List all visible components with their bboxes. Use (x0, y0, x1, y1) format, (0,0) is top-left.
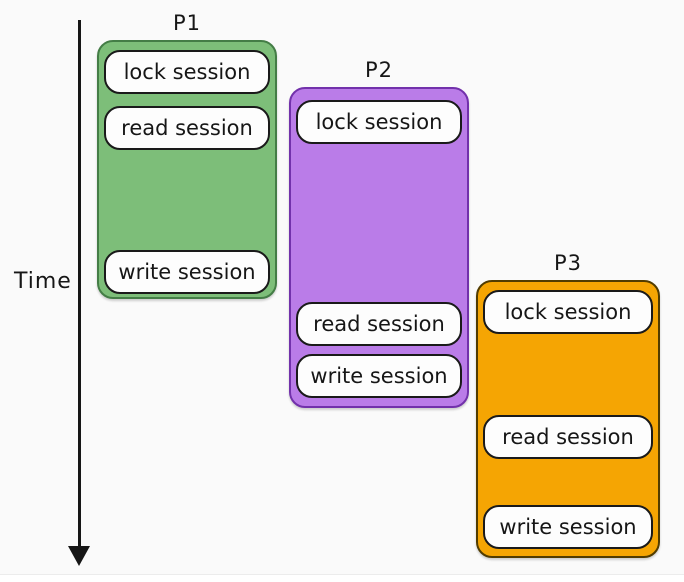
p3-step-write-session: write session (483, 505, 653, 549)
process-p1-box: lock session read session write session (97, 40, 277, 299)
p1-step-lock-session: lock session (104, 50, 270, 94)
p1-step-read-session: read session (104, 106, 270, 150)
process-p3-box: lock session read session write session (476, 280, 660, 558)
process-p1-label: P1 (172, 11, 202, 35)
process-p3-label: P3 (553, 251, 583, 275)
p1-step-write-session: write session (104, 250, 270, 294)
process-p2-box: lock session read session write session (289, 87, 469, 408)
p2-step-read-session: read session (296, 302, 462, 346)
process-p2-label: P2 (364, 58, 394, 82)
p2-step-write-session: write session (296, 354, 462, 398)
p3-step-lock-session: lock session (483, 290, 653, 334)
time-axis-label: Time (14, 269, 72, 294)
time-axis-line (78, 20, 81, 547)
p3-step-read-session: read session (483, 415, 653, 459)
time-axis-arrowhead-icon (68, 546, 90, 566)
bottom-edge-strip (0, 574, 684, 582)
p2-step-lock-session: lock session (296, 100, 462, 144)
